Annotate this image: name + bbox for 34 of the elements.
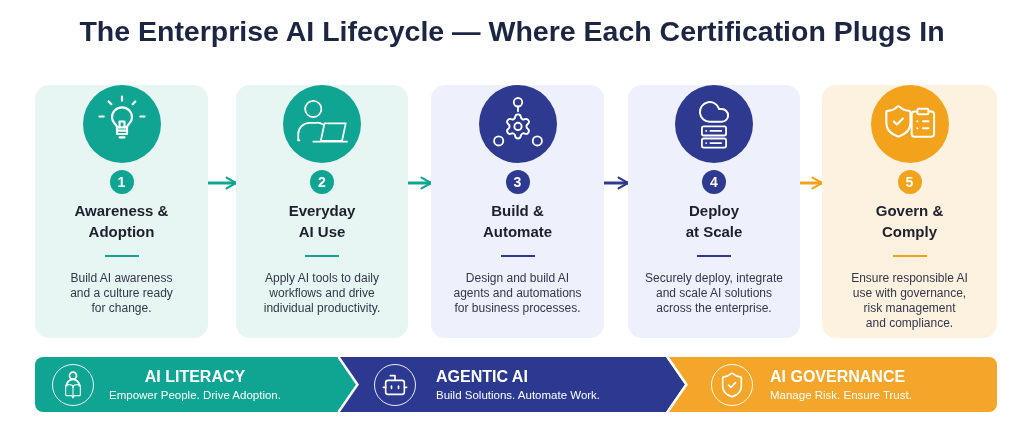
banner-title: AI GOVERNANCE xyxy=(770,366,906,387)
arrow xyxy=(208,176,238,190)
stage-card xyxy=(431,85,604,338)
banner-title: AGENTIC AI xyxy=(436,366,528,387)
banner-subtitle: Empower People. Drive Adoption. xyxy=(109,387,281,403)
banner-subtitle: Build Solutions. Automate Work. xyxy=(436,387,601,403)
stage-description: Build AI awareness and a culture ready for change. xyxy=(69,271,174,316)
stage-title: Deploy at Scale xyxy=(684,201,744,242)
stage-title: Everyday AI Use xyxy=(287,201,357,242)
arrow xyxy=(408,176,433,190)
title: The Enterprise AI Lifecycle — Where Each Certification Plugs In xyxy=(79,14,945,49)
stage-description: Ensure responsible AI use with governance, risk management and compliance. xyxy=(850,271,969,331)
banner-subtitle: Manage Risk. Ensure Trust. xyxy=(770,387,912,403)
arrow xyxy=(800,176,824,190)
stage-title: Build & Automate xyxy=(481,201,554,242)
step-number-badge: 1 xyxy=(109,170,134,194)
chevron-banner xyxy=(338,357,685,412)
stage-card xyxy=(628,85,800,338)
stage-description: Securely deploy, integrate and scale AI solutions across the enterprise. xyxy=(644,271,784,316)
stage-card xyxy=(35,85,208,338)
stage-title: Awareness & Adoption xyxy=(73,201,170,242)
stage-description: Apply AI tools to daily workflows and drive individual productivity. xyxy=(262,271,382,316)
stage-title: Govern & Comply xyxy=(874,201,945,242)
stage-description: Design and build AI agents and automations for business processes. xyxy=(452,271,583,316)
step-number-badge: 4 xyxy=(702,170,726,194)
step-number-badge: 5 xyxy=(897,170,922,194)
chevron-banner xyxy=(35,357,357,412)
banner-title: AI LITERACY xyxy=(144,366,246,387)
chevron-banner xyxy=(667,357,997,412)
arrow xyxy=(604,176,630,190)
stage-card xyxy=(236,85,408,338)
step-number-badge: 3 xyxy=(505,170,530,194)
stage-card xyxy=(822,85,997,338)
step-number-badge: 2 xyxy=(310,170,334,194)
